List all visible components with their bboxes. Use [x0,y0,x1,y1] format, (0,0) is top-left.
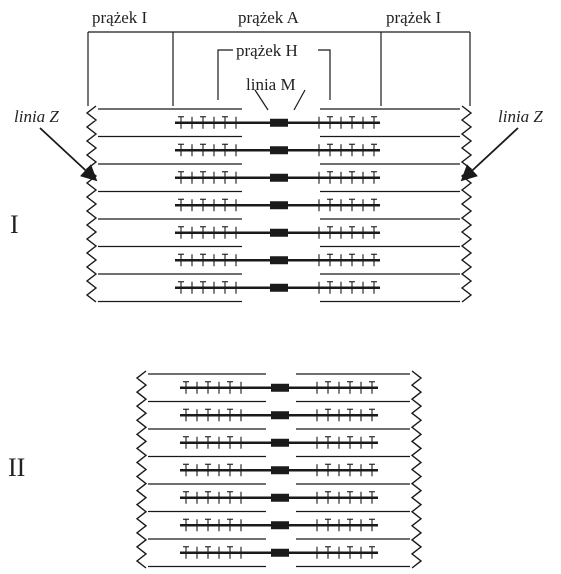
m-line-block [270,118,288,127]
z-line-left [85,105,98,303]
m-line-block [271,548,289,557]
sarcomere-relaxed [85,105,473,303]
z-line-right [410,370,423,569]
band-a-label: prążek A [238,8,300,27]
line-z-left-label: linia Z [14,107,59,126]
state-i-label: I [10,210,19,239]
band-i-left-label: prążek I [92,8,148,27]
m-line-block [270,283,288,292]
m-line-block [270,146,288,155]
z-line-right [460,105,473,303]
m-line-block [270,173,288,182]
m-line-block [271,466,289,475]
line-z-right-label: linia Z [498,107,543,126]
band-h-label: prążek H [236,41,298,60]
m-line-block [271,521,289,530]
band-header [87,31,471,111]
z-line-left [135,370,148,569]
m-line-block [271,411,289,420]
m-line-block [271,493,289,502]
state-ii-label: II [8,453,25,482]
z-line-left-arrow [39,127,98,182]
band-i-right-label: prążek I [386,8,442,27]
sarcomere-contracted [135,370,423,569]
m-line-block [270,256,288,265]
m-line-block [270,201,288,210]
m-line-block [270,228,288,237]
line-m-label: linia M [246,75,296,94]
m-line-block [271,383,289,392]
m-line-block [271,438,289,447]
z-line-right-arrow [460,127,519,182]
